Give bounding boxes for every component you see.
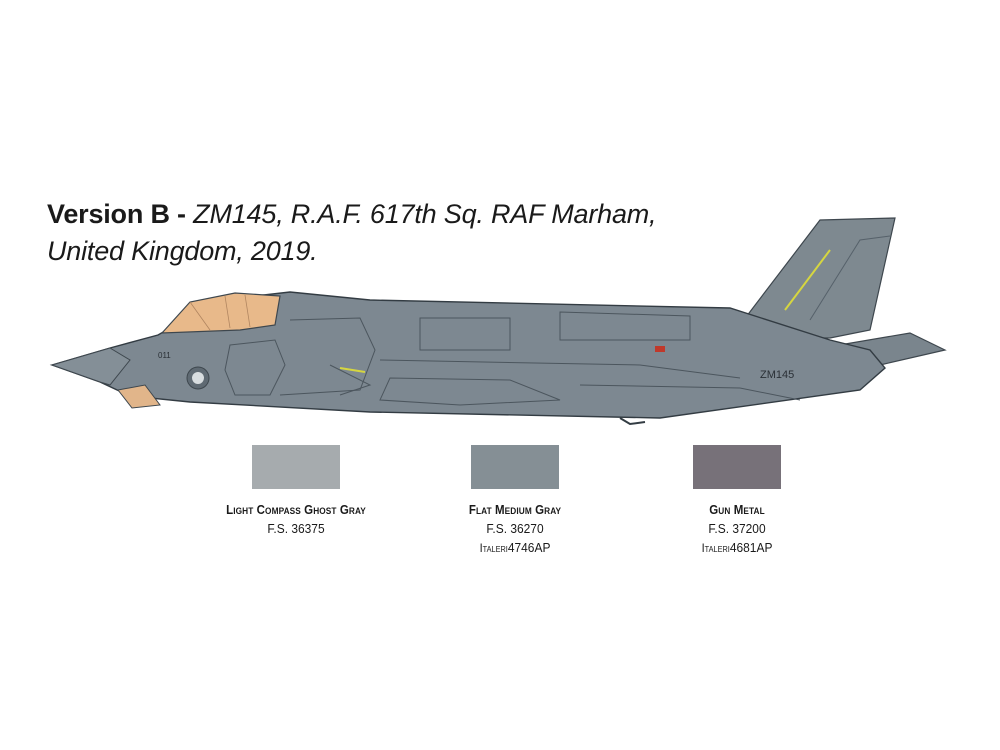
version-description-line1: ZM145, R.A.F. 617th Sq. RAF Marham, [193, 199, 657, 229]
color-chip [471, 445, 559, 489]
version-label: Version B - [47, 199, 186, 229]
italeri-code: Italeri4746AP [414, 540, 616, 555]
tail-serial: ZM145 [760, 369, 794, 381]
swatch-flat-medium-gray: Flat Medium Gray F.S. 36270 Italeri4746A… [405, 445, 625, 555]
nose-cone [50, 347, 131, 386]
version-title: Version B - ZM145, R.A.F. 617th Sq. RAF … [47, 196, 747, 270]
fs-code: F.S. 37200 [708, 521, 766, 536]
paint-code: 4746AP [507, 540, 551, 555]
raf-roundel [186, 366, 210, 390]
color-name: Light Compass Ghost Gray [226, 503, 366, 517]
nose-number: 011 [158, 351, 171, 360]
brand-label: Italeri [479, 541, 508, 555]
italeri-code: Italeri4681AP [636, 540, 838, 555]
f35-side-profile-illustration: 011 ZM145 [49, 217, 947, 426]
brand-label: Italeri [701, 541, 730, 555]
swatch-gun-metal: Gun Metal F.S. 37200 Italeri4681AP [627, 445, 847, 555]
color-chip [252, 445, 340, 489]
fs-code: F.S. 36270 [486, 521, 544, 536]
canopy [160, 292, 281, 334]
swatch-light-compass-ghost-gray: Light Compass Ghost Gray F.S. 36375 [186, 445, 406, 536]
fs-code: F.S. 36375 [267, 521, 325, 536]
color-chip [693, 445, 781, 489]
color-name: Gun Metal [709, 503, 765, 517]
paint-code: 4681AP [729, 540, 773, 555]
color-name: Flat Medium Gray [468, 503, 562, 517]
version-description-line2: United Kingdom, 2019. [47, 236, 318, 266]
